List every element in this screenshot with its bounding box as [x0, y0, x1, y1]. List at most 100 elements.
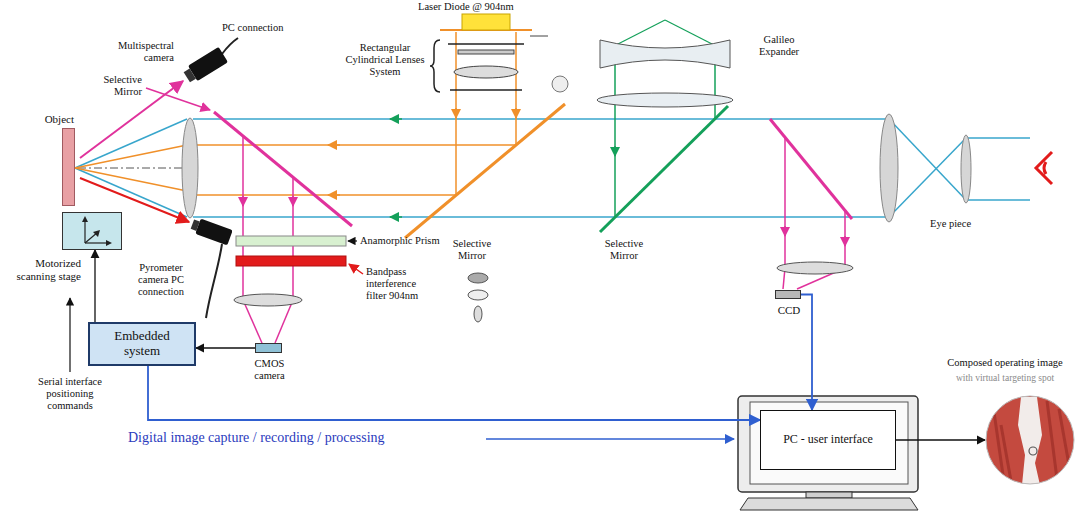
expander-ray — [665, 20, 712, 44]
note-label: Serial interface positioning commands — [34, 376, 106, 412]
beam-direction-arrow — [292, 196, 294, 206]
targeting-spot — [1029, 447, 1037, 455]
focusing-lens — [777, 262, 853, 274]
part-label: Selective Mirror — [598, 238, 650, 262]
signal-connector — [148, 366, 760, 420]
embedded-system-box: Embedded system — [88, 322, 196, 366]
signal-connector — [896, 439, 985, 440]
sensor-beam — [243, 300, 262, 343]
eyepiece-ray — [966, 137, 1030, 139]
lens-symbol — [474, 306, 482, 322]
part-label: Laser Diode @ 904nm — [418, 1, 514, 13]
sensor-beam — [844, 210, 846, 268]
leader-arrow — [146, 88, 210, 110]
leader-arrow — [69, 298, 70, 372]
camera-lens — [191, 219, 200, 230]
sensor-beam — [275, 300, 293, 343]
part-label: Anamorphic Prism — [360, 235, 440, 247]
aperture-mark — [530, 36, 548, 37]
part-label: Pyrometer camera PC connection — [126, 262, 196, 298]
signal-connector — [801, 295, 812, 411]
camera-cable — [222, 38, 238, 54]
axis-arrowhead — [93, 230, 100, 237]
pc-interface-box: PC - user interface — [760, 410, 896, 470]
beam-direction-arrow — [390, 118, 402, 120]
eyepiece-ray — [966, 199, 1030, 201]
expander-beam — [614, 60, 616, 217]
beam-direction-arrow — [784, 226, 786, 236]
monitor-stand — [806, 492, 852, 498]
part-label: Bandpass interference filter 904nm — [366, 266, 434, 302]
object-ray — [75, 168, 187, 217]
laser-beam — [515, 32, 517, 145]
part-label: Selective Mirror — [446, 238, 498, 262]
image-heading: Composed operating image — [933, 357, 1077, 369]
ccd-sensor: CCD — [775, 290, 801, 299]
monitor-screen — [750, 402, 908, 484]
object-ray — [75, 168, 187, 191]
laser-beam — [455, 32, 457, 195]
signal-connector — [94, 250, 95, 322]
cylindrical-lens — [450, 89, 522, 91]
cmos-sensor: CMOS camera — [255, 343, 282, 353]
bandpass-filter — [236, 256, 346, 266]
composed-image: Composed operating imagewith virtual tar… — [985, 395, 1075, 485]
axis-line — [85, 242, 109, 243]
sensor-label: CCD — [770, 304, 808, 317]
camera-lens — [184, 68, 196, 82]
aperture-symbol — [552, 76, 568, 92]
expander-beam — [714, 60, 716, 119]
connection-label: PC connection — [222, 22, 284, 34]
axis-line — [84, 219, 85, 243]
part-label: Selective Mirror — [92, 74, 142, 98]
anamorphic-prism — [236, 236, 346, 246]
laser-beam — [193, 144, 516, 146]
selective-mirror — [214, 112, 352, 226]
concave-lens — [600, 40, 730, 68]
part-label: Eye piece — [930, 218, 971, 230]
image-subheading: with virtual targeting spot — [933, 373, 1077, 384]
lens-symbol — [468, 273, 488, 283]
beam-direction-arrow — [515, 108, 517, 118]
sensor-beam — [242, 136, 244, 300]
image-texture — [993, 405, 1003, 475]
object-label: Object — [45, 113, 74, 126]
pyrometer-camera — [190, 217, 233, 246]
sensor-beam — [784, 137, 786, 268]
selective-mirror — [770, 119, 852, 219]
beam-direction-arrow — [455, 108, 457, 118]
beam-direction-arrow — [242, 196, 244, 206]
laser-beam — [193, 194, 456, 196]
beam-direction-arrow — [844, 236, 846, 246]
box-label: PC - user interface — [768, 433, 888, 447]
selective-mirror — [405, 104, 565, 238]
beam-direction-arrow — [328, 144, 340, 146]
eyepiece-lens — [961, 135, 971, 203]
leader-arrow — [349, 264, 363, 274]
convex-lens — [597, 93, 733, 107]
part-label: Galileo Expander — [748, 34, 810, 58]
beam-direction-arrow — [328, 194, 340, 196]
object-sample: Object — [62, 128, 75, 206]
beam-direction-arrow — [390, 216, 402, 218]
cylindrical-lens — [454, 66, 518, 78]
axis-arrowhead — [82, 216, 88, 222]
caption-note: Digital image capture / recording / proc… — [128, 430, 385, 446]
objective-lens — [182, 118, 198, 218]
leader-arrow — [348, 240, 357, 241]
keyboard — [740, 498, 918, 510]
camera-body — [195, 219, 232, 246]
box-label: Embedded system — [102, 329, 182, 359]
eyepiece-ray — [889, 119, 966, 200]
image-ground — [985, 395, 1075, 485]
object-ray — [75, 119, 187, 168]
cylindrical-lens — [458, 50, 514, 54]
eye-symbol — [1036, 152, 1052, 184]
part-label: Rectangular Cylindrical Lenses System — [342, 42, 428, 78]
cylindrical-lens — [448, 43, 524, 45]
selective-mirror — [600, 106, 728, 232]
grouping-brace — [430, 40, 440, 92]
stage-label: Motorized scanning stage — [5, 257, 81, 282]
